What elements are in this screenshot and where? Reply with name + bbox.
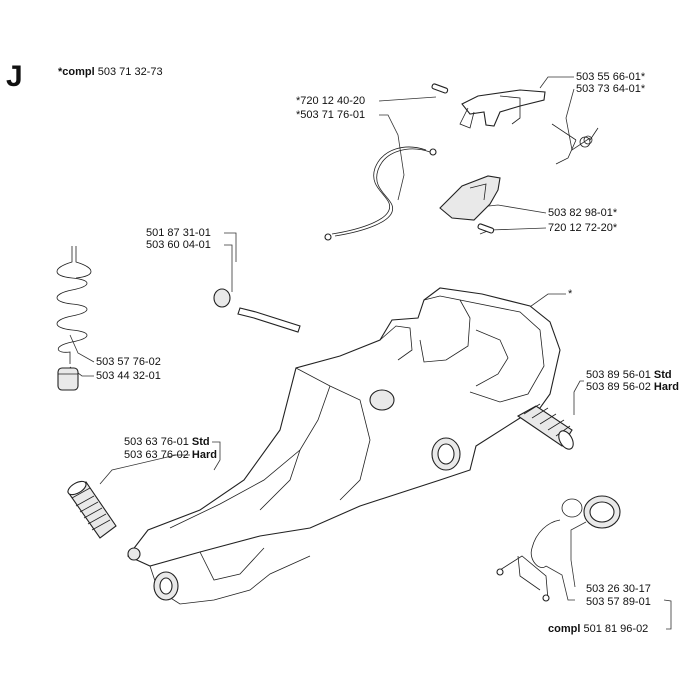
label-720-12-40-20: *720 12 40-20: [296, 95, 366, 107]
dampener-left: [67, 480, 117, 539]
adjust-screw: [213, 288, 301, 333]
trigger-spring: [551, 123, 599, 165]
impulse-hose-coil: [56, 246, 92, 364]
label-503-89-56-02-number: 503 89 56-02: [586, 381, 651, 393]
label-503-89-56-01: 503 89 56-01 Std: [586, 369, 672, 381]
label-720-12-72-20: 720 12 72-20*: [548, 222, 618, 234]
label-503-63-76-02-suffix: Hard: [191, 449, 217, 461]
label-503-89-56-02-suffix: Hard: [653, 381, 679, 393]
label-503-89-56-01-number: 503 89 56-01: [586, 369, 651, 381]
label-503-60-04-01: 503 60 04-01: [146, 239, 211, 251]
fuel-cap: [530, 495, 621, 568]
label-503-26-30-17: 503 26 30-17: [586, 583, 651, 595]
compl-top-label: *compl 503 71 32-73: [58, 66, 163, 78]
fuel-pickup: [496, 555, 550, 602]
label-503-82-98-01: 503 82 98-01*: [548, 207, 618, 219]
label-501-87-31-01: 501 87 31-01: [146, 227, 211, 239]
compl-top-number: 503 71 32-73: [97, 66, 163, 78]
label-503-89-56-02: 503 89 56-02 Hard: [586, 381, 679, 393]
throttle-trigger: [459, 89, 546, 129]
label-503-57-89-01: 503 57 89-01: [586, 596, 651, 608]
label-503-55-66-01: 503 55 66-01*: [576, 71, 646, 83]
label-503-63-76-02-number: 503 63 76-02: [124, 449, 189, 461]
label-503-63-76-01-number: 503 63 76-01: [124, 436, 189, 448]
label-503-63-76-02: 503 63 76-02 Hard: [124, 449, 217, 461]
label-asterisk: *: [568, 288, 573, 300]
label-503-73-64-01: 503 73 64-01*: [576, 83, 646, 95]
pin-top: [431, 83, 449, 94]
label-503-57-76-02: 503 57 76-02: [96, 356, 161, 368]
compl-bottom-label: compl 501 81 96-02: [548, 623, 648, 635]
fuel-filter: [57, 367, 79, 391]
throttle-lockout: [439, 175, 501, 234]
throttle-cable: [324, 146, 437, 241]
label-503-89-56-01-suffix: Std: [653, 369, 672, 381]
compl-top-prefix: *compl: [58, 66, 95, 78]
label-503-63-76-01-suffix: Std: [191, 436, 210, 448]
dampener-right: [516, 403, 574, 450]
plug: [127, 547, 141, 561]
label-503-44-32-01: 503 44 32-01: [96, 370, 161, 382]
rear-handle-housing: [127, 287, 561, 605]
compl-bottom-prefix: compl: [548, 623, 581, 635]
label-503-63-76-01: 503 63 76-01 Std: [124, 436, 210, 448]
compl-bottom-number: 501 81 96-02: [583, 623, 649, 635]
section-letter: J: [6, 60, 23, 93]
label-503-71-76-01: *503 71 76-01: [296, 109, 366, 121]
